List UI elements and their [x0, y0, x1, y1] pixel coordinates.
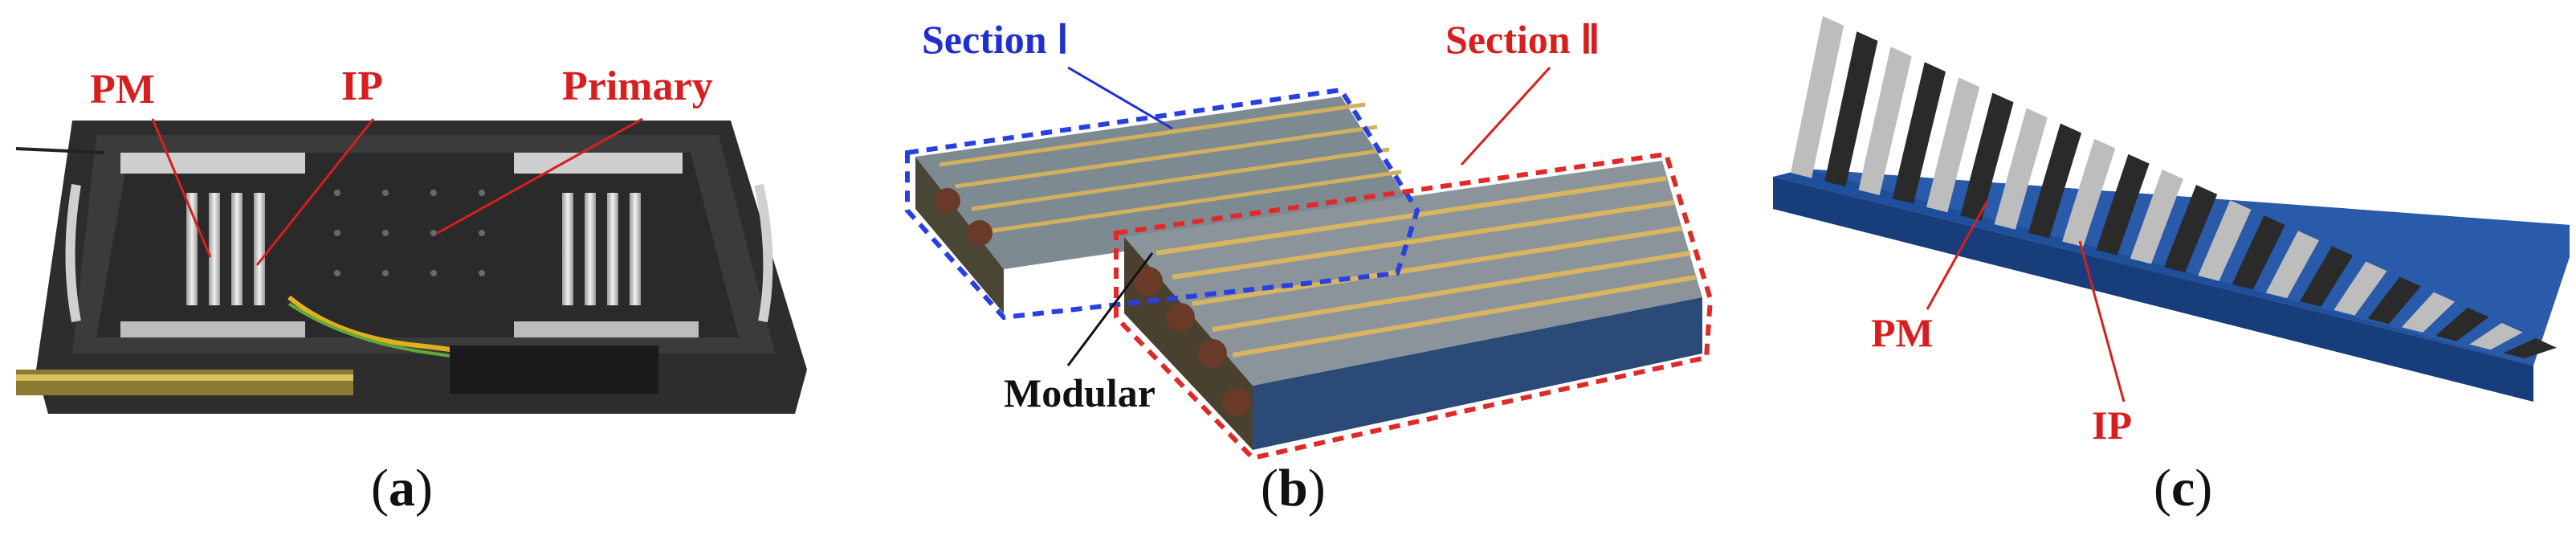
pm-bar	[209, 193, 220, 305]
ip-bar	[2435, 307, 2489, 341]
leader-line-section-2	[1460, 66, 1551, 166]
connector-strip	[16, 370, 353, 395]
caption-b-letter: b	[1278, 459, 1308, 517]
leader-line-pm	[151, 118, 212, 258]
pm-bar	[1926, 77, 1980, 213]
coil-ends	[935, 188, 1251, 416]
rail-top-right	[514, 153, 683, 174]
pm-bar	[254, 193, 265, 305]
label-pm: PM	[90, 67, 155, 112]
pm-bar	[1791, 16, 1844, 178]
rail-bottom-right	[514, 321, 699, 337]
leader-line-ip	[255, 118, 375, 266]
leader-line-modular	[1066, 252, 1154, 366]
pm-bar	[585, 193, 596, 305]
ip-bar	[2028, 123, 2082, 239]
caption-c-letter: c	[2170, 459, 2195, 517]
rail-bottom-left	[120, 321, 305, 337]
pm-bar	[607, 193, 618, 305]
gold-strips-section-1	[939, 102, 1402, 234]
pm-bar	[2265, 231, 2320, 299]
ip-bar	[2300, 246, 2354, 307]
leader-line-section-1	[1067, 66, 1173, 130]
leader-line-primary	[437, 117, 643, 235]
label-section-1: Section Ⅰ	[922, 17, 1069, 62]
connector-strip-highlight	[16, 374, 353, 381]
pm-bar	[2401, 292, 2456, 333]
panel-b: Section Ⅰ Section Ⅱ Modular (b)	[883, 0, 1751, 556]
section-2-outline	[1114, 151, 1714, 461]
pm-bar	[562, 193, 573, 305]
handle-left	[65, 184, 81, 323]
pm-bar	[2062, 138, 2116, 247]
gold-strips-section-2	[1156, 176, 1697, 358]
pm-bar	[231, 193, 243, 305]
pm-bar	[1858, 47, 1912, 195]
panel-c-photo	[1773, 16, 2570, 403]
caption-b: (b)	[1261, 459, 1326, 517]
pm-bar	[2333, 261, 2387, 316]
ip-bar	[2164, 185, 2218, 273]
panel-a: PM IP Primary (a)	[0, 0, 851, 556]
ip-bar	[2096, 153, 2150, 256]
label-ip: IP	[341, 63, 383, 109]
caption-a: (a)	[371, 459, 433, 517]
ip-bar	[1960, 92, 2014, 222]
pm-bar	[630, 193, 641, 305]
mounting-holes	[334, 190, 485, 276]
pm-bar	[2469, 322, 2523, 350]
handle-right	[754, 183, 773, 323]
section-1-outline	[905, 87, 1420, 321]
ip-bar	[2503, 337, 2557, 358]
ip-bar	[1892, 62, 1946, 204]
panel-c: PM IP (c)	[1767, 0, 2576, 556]
panel-a-photo	[15, 117, 807, 414]
label-pm: PM	[1871, 310, 1934, 355]
label-ip: IP	[2092, 403, 2132, 448]
pm-bar	[186, 193, 198, 305]
controller-board	[450, 345, 658, 394]
section-2-front	[1253, 297, 1702, 450]
ip-bar	[2367, 276, 2421, 325]
rail-top-left	[120, 153, 305, 174]
leader-line-pm	[1926, 200, 1989, 310]
label-modular: Modular	[1004, 370, 1156, 415]
caption-c: (c)	[2154, 459, 2213, 517]
panel-b-photo	[905, 66, 1714, 461]
ip-bar	[1824, 31, 1878, 187]
magnet-bars	[1791, 16, 2557, 358]
ip-bar	[2232, 215, 2285, 290]
leader-line-ip	[2078, 240, 2126, 403]
cable	[15, 147, 105, 154]
pm-bar	[2130, 169, 2183, 264]
label-primary: Primary	[562, 63, 713, 109]
caption-a-letter: a	[388, 459, 415, 517]
base-plate-front	[1773, 177, 2533, 402]
section-2-top	[1124, 161, 1702, 386]
pm-bar	[1994, 108, 2048, 230]
pm-bar	[2198, 200, 2252, 281]
label-section-2: Section Ⅱ	[1445, 17, 1600, 62]
